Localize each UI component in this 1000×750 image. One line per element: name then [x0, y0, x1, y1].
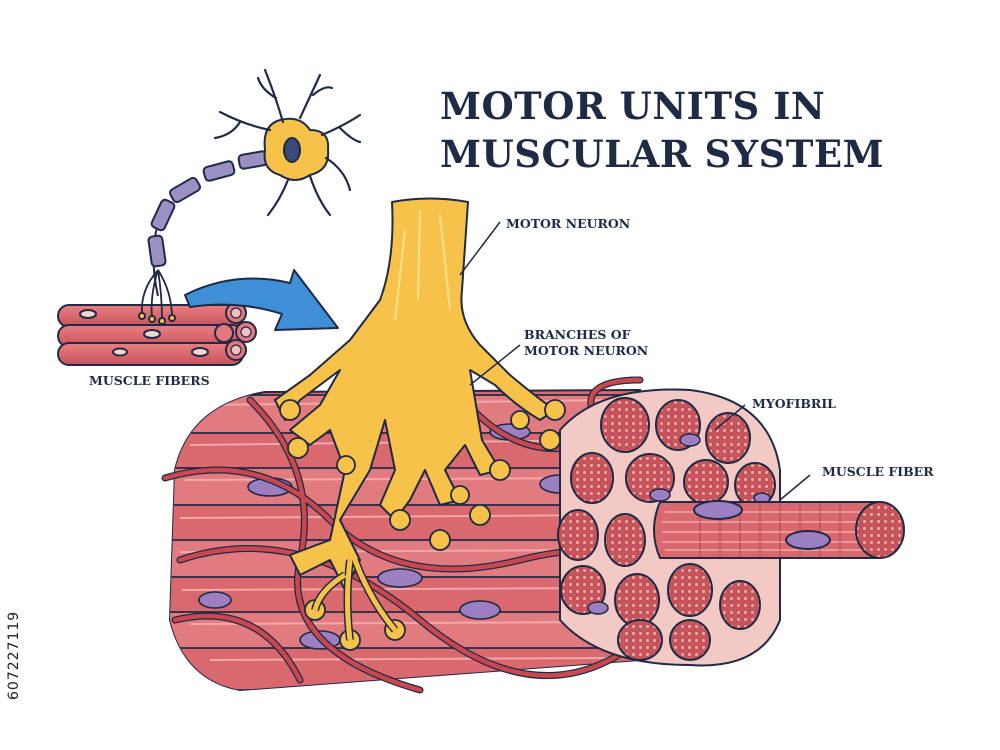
single-muscle-fiber: [653, 500, 905, 559]
label-branches-line-2: MOTOR NEURON: [524, 343, 649, 358]
arrow-icon: [184, 269, 339, 331]
small-muscle-fibers: [57, 302, 257, 366]
title-line-1: MOTOR UNITS IN: [440, 84, 826, 128]
title-line-2: MUSCULAR SYSTEM: [440, 132, 885, 176]
stock-id-watermark: 607227119: [6, 610, 22, 700]
label-branches-line-1: BRANCHES OF: [524, 327, 631, 342]
page-title: MOTOR UNITS IN MUSCULAR SYSTEM: [440, 82, 910, 178]
label-branches-of-motor-neuron: BRANCHES OF MOTOR NEURON: [524, 327, 648, 359]
label-myofibril: MYOFIBRIL: [752, 396, 836, 411]
small-motor-neuron: [138, 68, 362, 325]
label-motor-neuron: MOTOR NEURON: [506, 216, 631, 231]
label-muscle-fibers: MUSCLE FIBERS: [89, 373, 210, 388]
large-motor-neuron: [274, 197, 566, 651]
label-muscle-fiber: MUSCLE FIBER: [822, 464, 934, 479]
leader-lines: [459, 221, 811, 501]
